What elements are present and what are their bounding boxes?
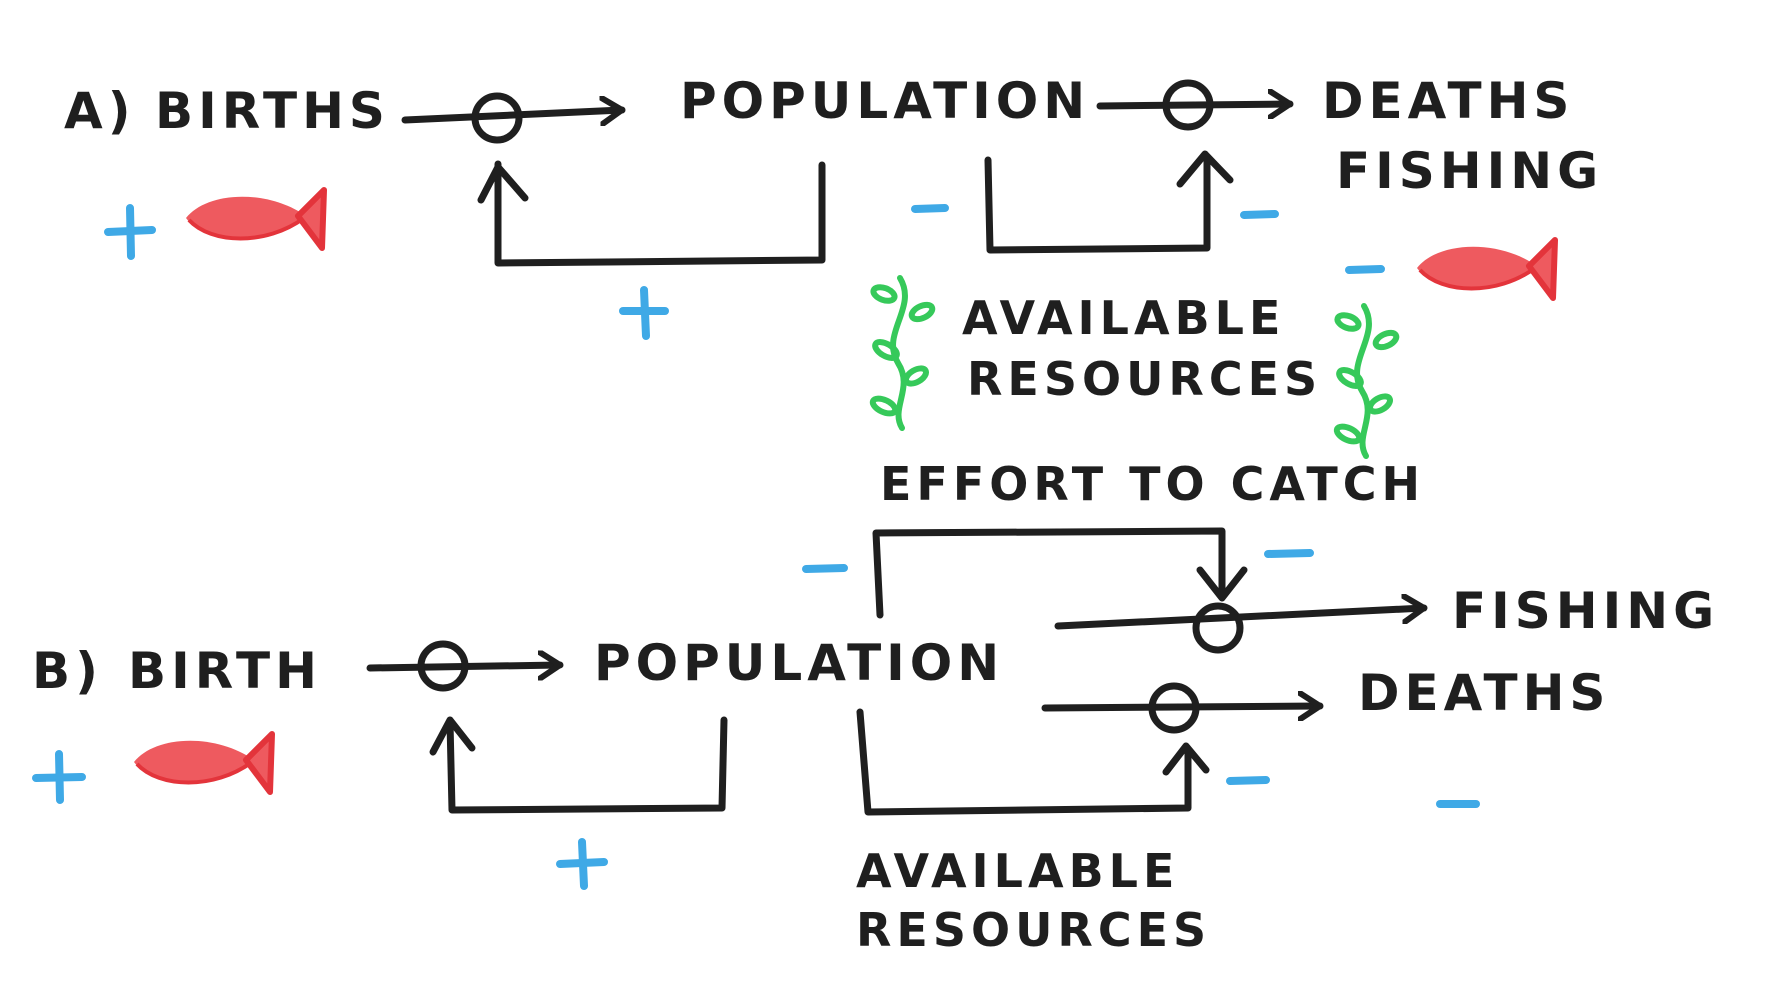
deaths-label-a: DEATHS — [1322, 72, 1574, 130]
deaths-rate-valve — [1162, 79, 1214, 131]
resources-line2-a: RESOURCES — [967, 352, 1322, 406]
births-feedback-arrowhead — [477, 163, 529, 204]
effort-feedback-loop — [872, 527, 1226, 619]
fishing-rate-valve — [1192, 602, 1244, 654]
births-flow-arrow — [401, 110, 626, 120]
sign-minus-b3 — [1226, 776, 1270, 785]
fish-icon — [134, 734, 272, 792]
effort-to-catch-label: EFFORT TO CATCH — [880, 457, 1425, 511]
sign-minus-b1 — [802, 564, 848, 573]
birth-rate-valve — [417, 640, 469, 692]
fish-icon — [1417, 240, 1555, 298]
birth-label: BIRTH — [128, 642, 322, 700]
fishing-label-a: FISHING — [1336, 142, 1603, 200]
sign-minus-a1 — [911, 204, 949, 213]
plant-icon — [871, 278, 935, 428]
births-feedback-loop — [494, 160, 826, 267]
sign-minus-b2 — [1264, 549, 1314, 558]
diagram-a: A) BIRTHS POPULATION DEATHS FISHING AVAI… — [64, 72, 1603, 456]
resources-line2-b: RESOURCES — [856, 903, 1211, 957]
sign-plus-b2 — [556, 838, 608, 890]
sign-plus-b1 — [32, 750, 86, 804]
birth-feedback-loop — [446, 716, 728, 814]
deaths-flow-arrow — [1096, 104, 1294, 106]
diagram-a-label: A) — [64, 82, 136, 140]
effort-feedback-arrowhead — [1196, 566, 1248, 602]
fishing-label-b: FISHING — [1452, 582, 1719, 640]
sign-minus-a3 — [1345, 265, 1385, 274]
resources-feedback-loop — [856, 708, 1192, 816]
sign-minus-a2 — [1240, 210, 1279, 219]
deaths-rate-valve-b — [1148, 682, 1200, 734]
resources-line1-a: AVAILABLE — [962, 291, 1285, 345]
population-label-a: POPULATION — [680, 72, 1090, 130]
sign-plus-a1 — [104, 204, 156, 260]
population-label-b: POPULATION — [594, 634, 1004, 692]
resources-feedback-arrowhead — [1162, 742, 1210, 776]
births-rate-valve — [471, 92, 523, 144]
sign-plus-a2 — [619, 286, 669, 340]
birth-feedback-arrowhead — [429, 716, 476, 756]
births-label: BIRTHS — [155, 82, 390, 140]
diagram-b: B) BIRTH POPULATION EFFORT TO CATCH FISH… — [32, 457, 1719, 957]
fish-icon — [186, 190, 324, 248]
diagram-b-label: B) — [32, 642, 103, 700]
deaths-flow-arrow-b — [1041, 706, 1324, 708]
resources-line1-b: AVAILABLE — [856, 844, 1179, 898]
deaths-feedback-loop — [984, 153, 1211, 254]
deaths-label-b: DEATHS — [1358, 664, 1610, 722]
plant-icon — [1335, 306, 1399, 456]
deaths-feedback-arrowhead — [1176, 150, 1234, 188]
